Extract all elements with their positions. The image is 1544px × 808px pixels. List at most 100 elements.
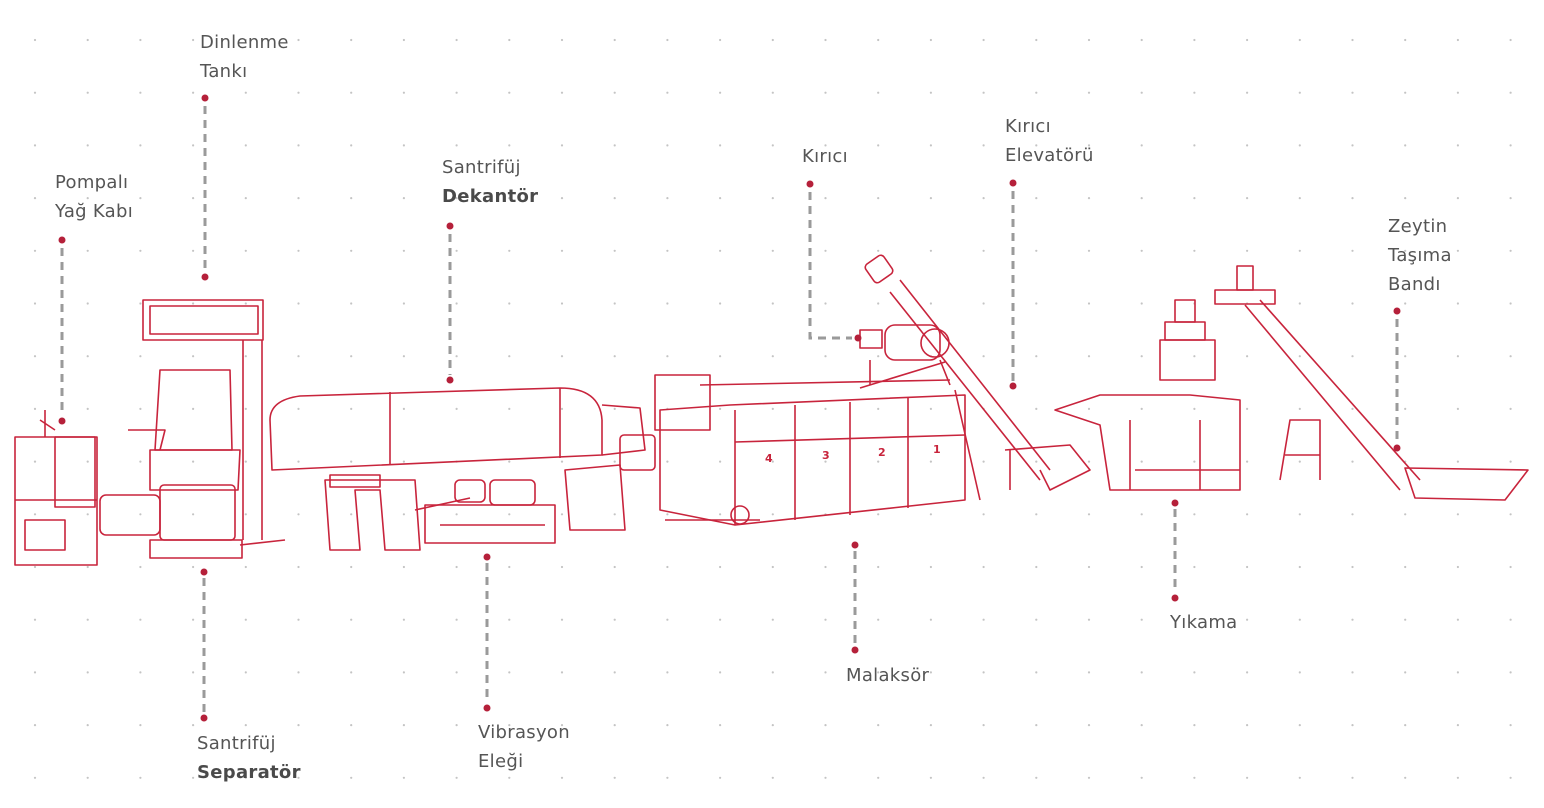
grid-dot xyxy=(1087,91,1091,94)
grid-dot xyxy=(1140,460,1143,463)
grid-dot xyxy=(297,355,300,358)
grid-dot xyxy=(1087,302,1091,305)
grid-dot xyxy=(455,197,458,200)
grid-dot xyxy=(824,618,827,621)
grid-dot xyxy=(666,355,669,358)
grid-dot xyxy=(1351,407,1354,410)
grid-dot xyxy=(719,565,722,569)
label-line: Elevatörü xyxy=(1005,145,1094,166)
grid-dot xyxy=(192,513,195,516)
grid-dot xyxy=(719,724,722,727)
vibrating-sieve-machine xyxy=(414,479,556,544)
grid-dot xyxy=(86,618,89,621)
grid-dot xyxy=(350,144,353,147)
grid-dot xyxy=(771,144,774,147)
grid-dot xyxy=(86,460,89,463)
grid-dot xyxy=(929,724,933,727)
grid-dot xyxy=(508,91,511,94)
label-decanter: Santrifüj Dekantör xyxy=(442,153,538,211)
grid-dot xyxy=(1087,407,1091,410)
grid-dot xyxy=(86,355,89,358)
grid-dot xyxy=(824,38,827,42)
grid-dot xyxy=(613,302,616,305)
label-washing: Yıkama xyxy=(1170,608,1238,637)
grid-dot xyxy=(560,355,564,358)
crusher-and-elevator-machine xyxy=(859,254,1091,501)
grid-dot xyxy=(666,91,669,94)
grid-dot xyxy=(982,565,985,569)
grid-dot xyxy=(877,460,880,463)
grid-dot xyxy=(139,565,142,569)
grid-dot xyxy=(824,91,827,94)
grid-dot xyxy=(824,249,827,252)
grid-dot xyxy=(771,776,774,779)
grid-dot xyxy=(1351,776,1354,779)
grid-dot xyxy=(771,513,774,516)
label-line: Tankı xyxy=(200,61,248,82)
grid-dot xyxy=(929,302,933,305)
grid-dot xyxy=(86,302,89,305)
grid-dot xyxy=(33,302,37,305)
grid-dot xyxy=(86,249,89,252)
grid-dot xyxy=(508,513,511,516)
grid-dot xyxy=(613,618,616,621)
label-line: Malaksör xyxy=(846,665,930,686)
grid-dot xyxy=(350,302,353,305)
grid-dot xyxy=(771,460,774,463)
grid-dot xyxy=(929,460,933,463)
grid-dot xyxy=(982,724,985,727)
grid-dot xyxy=(297,407,300,410)
grid-dot xyxy=(1193,197,1196,200)
grid-dot xyxy=(1193,407,1196,410)
grid-dot xyxy=(192,671,195,674)
grid-dot xyxy=(1456,776,1459,779)
grid-dot xyxy=(192,355,195,358)
grid-dot xyxy=(613,249,616,252)
grid-dot xyxy=(613,91,616,94)
grid-dot xyxy=(192,197,195,200)
decanter-centrifuge-machine xyxy=(269,387,656,551)
grid-dot xyxy=(139,618,142,621)
grid-dot xyxy=(666,38,669,42)
grid-dot xyxy=(719,776,722,779)
grid-dot xyxy=(877,776,880,779)
grid-dot xyxy=(666,618,669,621)
grid-dot xyxy=(1456,197,1459,200)
grid-dot xyxy=(1246,513,1249,516)
grid-dot xyxy=(244,618,247,621)
grid-dot xyxy=(666,144,669,147)
grid-dot xyxy=(560,144,564,147)
label-line: Santrifüj xyxy=(442,157,521,178)
grid-dot xyxy=(455,724,458,727)
grid-dot xyxy=(613,144,616,147)
grid-dot xyxy=(1193,776,1196,779)
grid-dot xyxy=(1140,302,1143,305)
grid-dot xyxy=(1087,671,1091,674)
grid-dot xyxy=(1246,776,1249,779)
label-separator: Santrifüj Separatör xyxy=(197,729,301,787)
grid-dot xyxy=(613,724,616,727)
grid-dot xyxy=(297,671,300,674)
grid-dot xyxy=(1140,671,1143,674)
grid-dot xyxy=(877,249,880,252)
grid-dot xyxy=(1404,407,1407,410)
grid-dot xyxy=(1035,565,1038,569)
grid-dot xyxy=(1087,460,1091,463)
grid-dot xyxy=(1351,302,1354,305)
grid-dot xyxy=(824,724,827,727)
grid-dot xyxy=(139,144,142,147)
grid-dot xyxy=(455,407,458,410)
grid-dot xyxy=(297,565,300,569)
grid-dot xyxy=(350,38,353,42)
grid-dot xyxy=(455,38,458,42)
grid-dot xyxy=(139,302,142,305)
grid-dot xyxy=(455,91,458,94)
grid-dot xyxy=(350,460,353,463)
grid-dot xyxy=(297,513,300,516)
grid-dot xyxy=(1404,38,1407,42)
grid-dot xyxy=(824,565,827,569)
grid-dot xyxy=(1404,671,1407,674)
grid-dot xyxy=(139,91,142,94)
grid-dot xyxy=(1351,565,1354,569)
grid-dot xyxy=(1509,460,1512,463)
